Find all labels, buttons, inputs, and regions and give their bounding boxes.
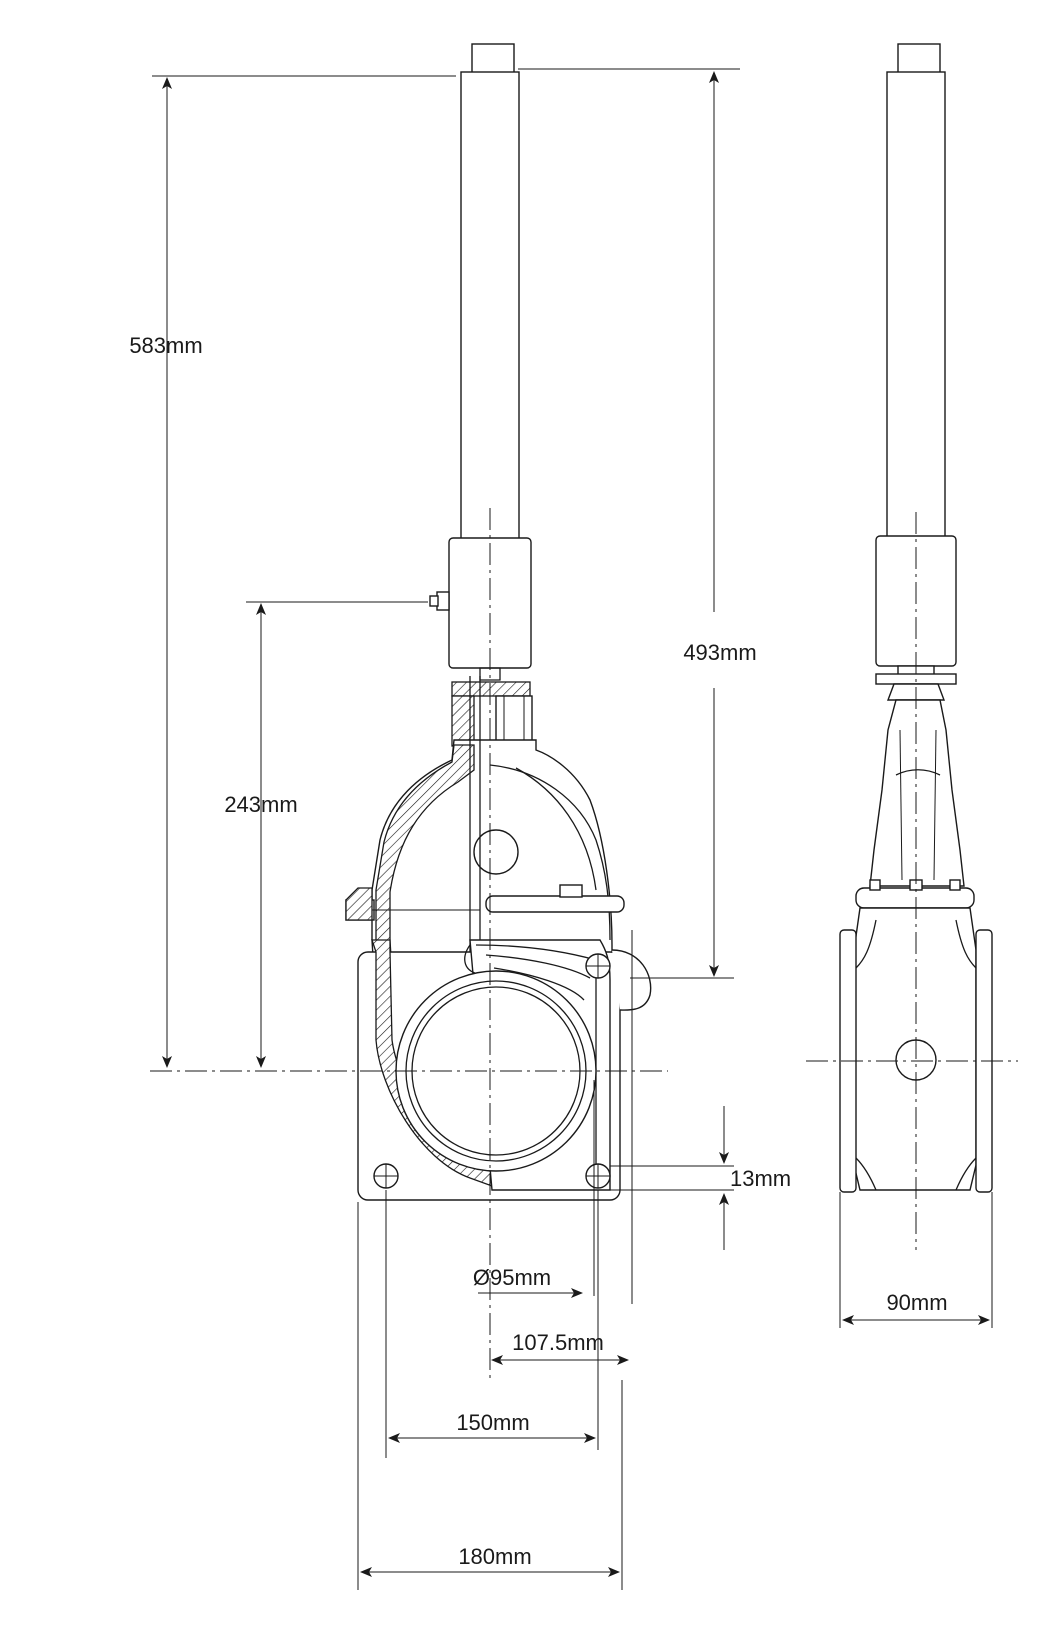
gland-hatch-left	[451, 695, 475, 747]
dim-label-180: 180mm	[458, 1544, 531, 1569]
wedge-line	[485, 954, 591, 979]
dim-label-243: 243mm	[224, 792, 297, 817]
side-bolt-hatch	[345, 887, 373, 921]
side-body-curve	[955, 1157, 977, 1191]
coupling-pin	[436, 591, 450, 611]
dim-label-95: Ø95mm	[473, 1265, 551, 1290]
side-view	[806, 43, 1018, 1250]
side-body-curve	[955, 919, 977, 969]
spindle-tube	[460, 71, 520, 541]
gland-plate	[451, 681, 531, 697]
side-bonnet-curve	[895, 769, 941, 776]
dim-label-107-5: 107.5mm	[512, 1330, 604, 1355]
spindle-cap	[471, 43, 515, 75]
front-view	[150, 43, 668, 1380]
bore-outer-ring	[395, 970, 597, 1172]
side-spindle-tube	[886, 71, 946, 541]
side-bonnet-rib	[933, 729, 937, 881]
coupling-pin-head	[429, 595, 439, 607]
side-spindle-cap	[897, 43, 941, 75]
dim-label-13: 13mm	[730, 1166, 791, 1191]
bonnet-bolt-head	[559, 884, 583, 898]
side-bolt	[869, 879, 881, 891]
dimension-lines	[152, 68, 993, 1590]
wedge-line	[493, 967, 585, 1001]
port-circle	[473, 829, 519, 875]
dimension-labels: 583mm 493mm 243mm 13mm Ø95mm 107.5mm 150…	[129, 333, 947, 1569]
side-bonnet-rib	[899, 729, 903, 881]
dim-label-90: 90mm	[886, 1290, 947, 1315]
side-body-curve	[855, 1157, 877, 1191]
dim-label-150: 150mm	[456, 1410, 529, 1435]
bonnet-inner-line	[515, 767, 597, 891]
side-bonnet	[869, 699, 965, 887]
side-body-curve	[855, 919, 877, 969]
gland-right	[495, 695, 533, 747]
side-bolt	[949, 879, 961, 891]
dim-label-493: 493mm	[683, 640, 756, 665]
dim-label-583: 583mm	[129, 333, 202, 358]
bonnet-flange	[485, 895, 625, 913]
side-bonnet-flange	[855, 887, 975, 909]
